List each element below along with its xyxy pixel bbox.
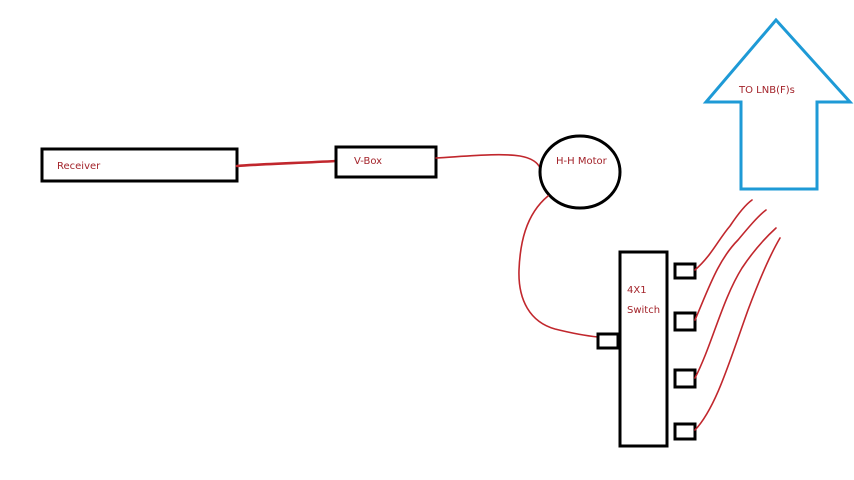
wire-port3-to-lnb (694, 227, 777, 379)
switch-output-port-2 (673, 311, 697, 332)
wire-port1-to-lnb (694, 199, 753, 271)
motor-label: H-H Motor (556, 156, 608, 167)
wire-motor-to-switch (518, 195, 599, 338)
switch-node: 4X1 Switch (596, 250, 697, 448)
vbox-box (334, 145, 438, 179)
vbox-label: V-Box (354, 156, 382, 167)
switch-input-port (596, 332, 620, 350)
vbox-node: V-Box (334, 145, 438, 179)
wire-port2-to-lnb (694, 209, 767, 321)
switch-output-port-1 (673, 262, 697, 280)
switch-box (618, 250, 669, 448)
receiver-label: Receiver (57, 161, 101, 172)
arrow-label: TO LNB(F)s (738, 85, 795, 96)
wire-vbox-to-motor (435, 153, 541, 169)
wire-port4-to-lnb (694, 237, 781, 431)
switch-label-line2: Switch (627, 305, 660, 316)
receiver-node: Receiver (40, 147, 239, 183)
motor-node: H-H Motor (538, 134, 622, 210)
switch-output-port-4 (673, 422, 697, 441)
wire-receiver-to-vbox (235, 159, 338, 168)
switch-output-port-3 (673, 368, 697, 389)
lnb-arrow: TO LNB(F)s (702, 17, 854, 191)
switch-label-line1: 4X1 (627, 285, 647, 296)
up-arrow-icon (702, 17, 854, 191)
receiver-box (40, 147, 239, 183)
motor-circle (538, 134, 622, 210)
